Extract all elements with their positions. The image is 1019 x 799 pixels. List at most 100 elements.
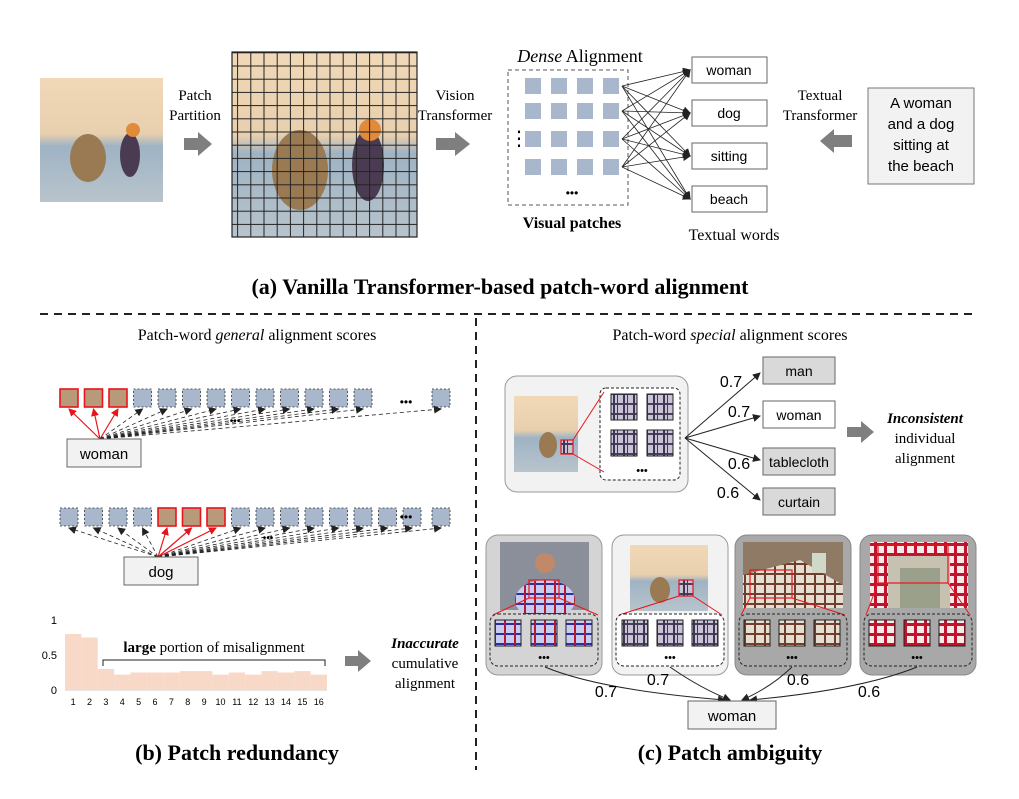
score-line bbox=[99, 408, 119, 440]
score-line bbox=[157, 525, 364, 558]
patch-partition-label-1: Patch bbox=[178, 88, 212, 104]
panel-a-title: (a) Vanilla Transformer-based patch-word… bbox=[251, 274, 749, 299]
bar bbox=[261, 671, 278, 690]
patch-row-woman bbox=[59, 388, 451, 440]
bar bbox=[228, 672, 246, 690]
alignment-line bbox=[621, 110, 691, 157]
score-line bbox=[99, 407, 193, 440]
alignment-line bbox=[621, 85, 691, 115]
visual-patch bbox=[603, 131, 619, 147]
patch bbox=[304, 388, 324, 408]
visual-patch bbox=[551, 131, 567, 147]
patch bbox=[329, 388, 348, 408]
svg-text:•••: ••• bbox=[911, 652, 923, 664]
visual-patch bbox=[603, 78, 619, 94]
vision-transformer-label-1: Vision bbox=[435, 88, 475, 104]
bar bbox=[294, 671, 311, 690]
score-line bbox=[99, 406, 242, 440]
alignment-line bbox=[621, 110, 691, 200]
highlighted-patch bbox=[59, 388, 79, 408]
bottom-score-3: 0.6 bbox=[787, 672, 809, 689]
svg-text:dog: dog bbox=[717, 105, 740, 121]
svg-text:sitting: sitting bbox=[711, 148, 748, 164]
textual-words-label: Textual words bbox=[689, 227, 780, 244]
score-line bbox=[99, 406, 217, 440]
score-line bbox=[157, 524, 442, 558]
highlighted-patch bbox=[157, 507, 177, 527]
score-arrow bbox=[684, 414, 761, 439]
visual-patch bbox=[551, 78, 567, 94]
panel-c-heading: Patch-word special alignment scores bbox=[612, 327, 847, 344]
score-line bbox=[99, 406, 315, 440]
alignment-label-c: alignment bbox=[895, 451, 956, 467]
svg-text:the beach: the beach bbox=[888, 158, 954, 175]
word-box-beach: beach bbox=[691, 185, 768, 213]
x-tick-label: 12 bbox=[248, 697, 258, 707]
score-line bbox=[117, 527, 159, 558]
svg-text:curtain: curtain bbox=[778, 494, 820, 510]
bar bbox=[146, 672, 164, 690]
score-man: 0.7 bbox=[720, 374, 742, 391]
word-box-woman: woman bbox=[691, 56, 768, 84]
patch bbox=[431, 507, 451, 527]
alignment-line bbox=[621, 111, 691, 140]
caption-box: A woman and a dog sitting at the beach bbox=[867, 87, 975, 185]
visual-patch bbox=[577, 131, 593, 147]
score-line bbox=[91, 408, 101, 440]
inconsistent-label: Inconsistent bbox=[886, 411, 964, 427]
score-line bbox=[157, 524, 389, 558]
bar bbox=[81, 637, 98, 690]
x-tick-label: 8 bbox=[185, 697, 190, 707]
label-box-woman: woman bbox=[762, 400, 836, 429]
score-line bbox=[99, 405, 442, 440]
alignment-line bbox=[621, 108, 691, 117]
converge-arrow bbox=[669, 666, 731, 702]
bar bbox=[163, 672, 180, 690]
arrow-icon bbox=[345, 650, 371, 672]
bar bbox=[97, 669, 115, 690]
patch bbox=[280, 507, 299, 527]
patch-row-dog bbox=[59, 507, 451, 558]
score-line bbox=[99, 405, 364, 440]
alignment-line bbox=[621, 69, 691, 140]
x-tick-label: 6 bbox=[153, 697, 158, 707]
alignment-line bbox=[621, 138, 691, 159]
cumulative-label: cumulative bbox=[392, 656, 459, 672]
arrow-icon bbox=[436, 132, 470, 156]
bar bbox=[310, 674, 327, 690]
score-line bbox=[157, 524, 413, 558]
visual-patch bbox=[603, 159, 619, 175]
visual-patch bbox=[577, 103, 593, 119]
patch bbox=[255, 507, 275, 527]
row-ellipsis: ••• bbox=[263, 533, 274, 544]
patch bbox=[353, 507, 373, 527]
svg-text:woman: woman bbox=[707, 708, 756, 725]
visual-patch bbox=[525, 78, 541, 94]
visual-patch bbox=[577, 159, 593, 175]
patch bbox=[431, 388, 451, 408]
visual-patch-grid bbox=[525, 78, 619, 175]
panel-b: Patch-word general alignment scores ••• … bbox=[42, 327, 459, 765]
inaccurate-label: Inaccurate bbox=[390, 636, 459, 652]
alignment-label: alignment bbox=[395, 676, 456, 692]
score-line bbox=[92, 527, 159, 558]
plaid-patch bbox=[610, 429, 638, 457]
row-ellipsis: ••• bbox=[230, 416, 241, 427]
patch bbox=[84, 507, 103, 527]
zoom-line bbox=[572, 391, 605, 441]
svg-text:•••: ••• bbox=[786, 652, 798, 664]
visual-patch bbox=[551, 103, 567, 119]
svg-text:•••: ••• bbox=[538, 652, 550, 664]
converge-arrow bbox=[544, 666, 726, 704]
arrow-icon bbox=[847, 421, 874, 443]
plaid-patch bbox=[646, 429, 674, 457]
panel-b-title: (b) Patch redundancy bbox=[135, 740, 339, 765]
dense-alignment-lines bbox=[621, 67, 691, 200]
visual-patches-label: Visual patches bbox=[523, 215, 622, 232]
arrow-icon bbox=[184, 132, 212, 156]
alignment-line bbox=[621, 112, 691, 168]
beach-photo-query bbox=[514, 396, 578, 472]
visual-patch-grid-frame bbox=[507, 69, 629, 206]
patch bbox=[231, 507, 250, 527]
